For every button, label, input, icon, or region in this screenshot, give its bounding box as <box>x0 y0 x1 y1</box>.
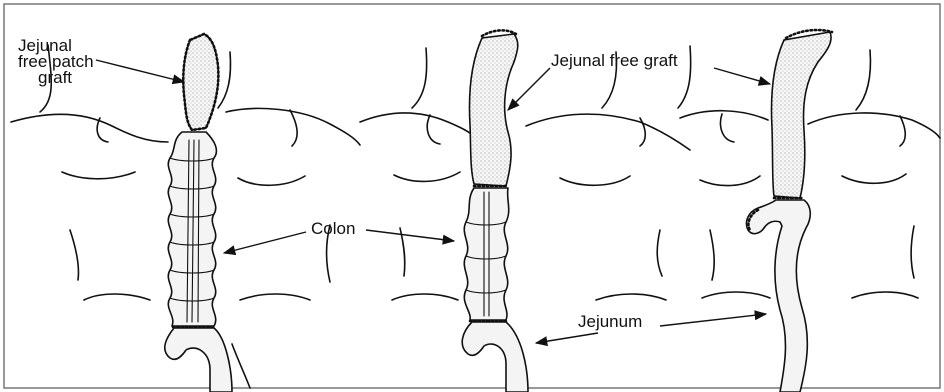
label-jejunum: Jejunum <box>578 313 642 330</box>
torso-outline-center <box>360 48 690 300</box>
arrow-patch-graft <box>96 60 184 82</box>
jejunum-center <box>462 322 528 392</box>
label-jejunal-free-patch-graft: Jejunal free patch graft <box>18 38 94 86</box>
arrow-free-graft-right <box>714 68 770 84</box>
arrow-jejunum-right <box>660 314 766 326</box>
arrow-colon-left <box>224 232 306 253</box>
label-colon: Colon <box>311 220 355 237</box>
jejunal-free-patch-graft <box>183 34 218 130</box>
arrow-colon-center <box>366 230 454 241</box>
jejunum-left <box>165 328 232 392</box>
arrow-jejunum-center <box>536 333 598 343</box>
jejunum-right <box>746 200 810 392</box>
label-line: graft <box>18 70 94 86</box>
label-jejunal-free-graft: Jejunal free graft <box>551 52 678 69</box>
torso-outline-right <box>678 46 940 298</box>
colon-left <box>168 132 216 327</box>
jejunal-free-graft-right <box>772 30 833 198</box>
arrow-free-graft-center <box>508 68 550 110</box>
colon-center <box>464 188 508 321</box>
